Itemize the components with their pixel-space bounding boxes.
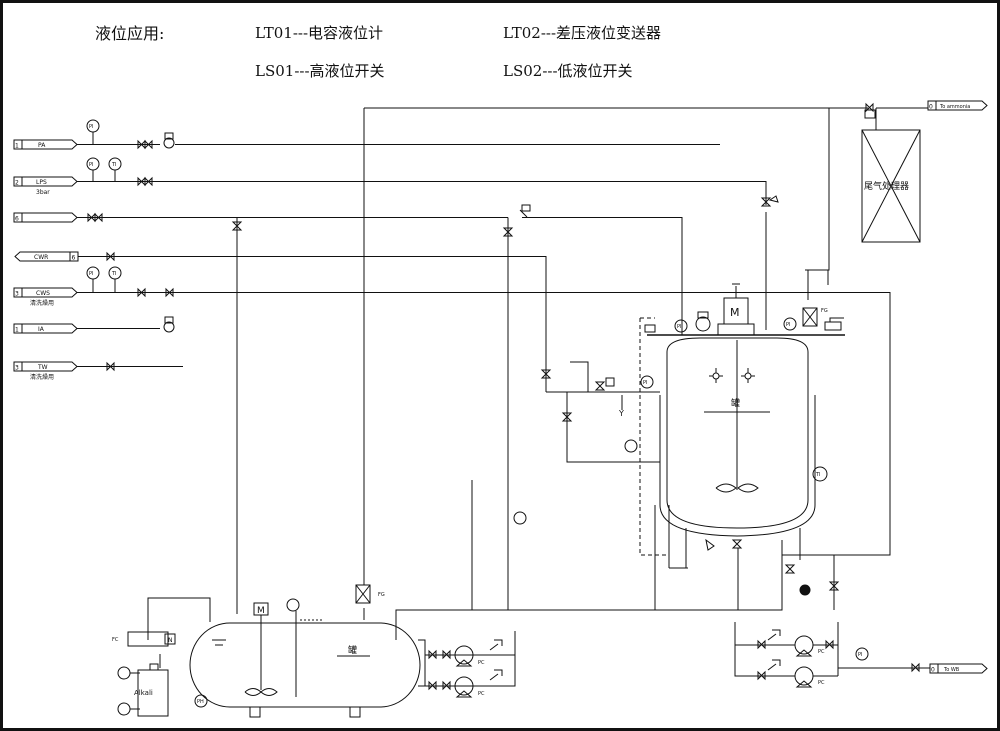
alkali-label: Alkali (134, 689, 153, 697)
inlet-pa-tag: PA (38, 142, 46, 149)
inlet-6: 6 (13, 212, 78, 223)
legend-ls01: LS01---高液位开关 (255, 62, 385, 80)
inlet-tw-num: 3 (15, 365, 19, 372)
instrument-bubbles: PI PI TI PI TI PI PI PI TI PI PH (86, 119, 869, 708)
valves (87, 102, 920, 691)
reactor-vessel: 罐 M FG (644, 283, 845, 596)
legend-heading: 液位应用: (95, 24, 165, 43)
pi-label-pa: PI (89, 124, 94, 130)
inlet-cws-sub: 清洗燥用 (30, 299, 54, 307)
pc-label-3: PC (818, 649, 825, 655)
legend-ls02: LS02---低液位开关 (503, 62, 633, 80)
inlet-lps-tag: LPS (36, 179, 47, 186)
ti-label-lps: TI (111, 162, 117, 168)
fc-label-alkali: FC (112, 637, 119, 643)
inlet-ia-tag: IA (38, 326, 45, 333)
pc-label-4: PC (818, 680, 825, 686)
inlet-lps-sub: 3bar (36, 189, 50, 196)
inlet-cws-tag: CWS (36, 290, 50, 297)
pc-label-1: PC (478, 660, 485, 666)
inlet-ia: 1 IA (13, 323, 78, 334)
inlet-cwr-num: 6 (72, 255, 76, 262)
inlet-cws-num: 3 (15, 291, 19, 298)
outlet-ammonia: 0 To ammonia (927, 100, 988, 111)
alkali-dosing: N FC Alkali (112, 631, 176, 717)
inlet-pa: 1 PA (13, 139, 78, 150)
tank-motor-label: M (257, 606, 265, 616)
outlet-ammonia-num: 0 (929, 104, 933, 111)
inlet-tw-tag: TW (37, 364, 48, 371)
inlet-cwr: CWR 6 (14, 251, 79, 262)
tank-label: 罐 (348, 644, 357, 656)
pi-label-reactor: PI (677, 324, 682, 330)
inlet-cws: 3 CWS 清洗燥用 (13, 287, 78, 307)
pi-label-wb: PI (858, 652, 863, 658)
pumps: PC PC PC PC (454, 629, 825, 698)
pi-label-lps: PI (89, 162, 94, 168)
legend-lt02: LT02---差压液位变送器 (503, 24, 662, 42)
pc-label-2: PC (478, 691, 485, 697)
outlet-wb: 0 To WB (929, 663, 988, 674)
inlet-tw: 3 TW 清洗燥用 (13, 361, 78, 381)
ph-label: PH (197, 699, 204, 705)
pi-label-jacket: PI (643, 380, 648, 386)
inlet-lps-num: 2 (15, 180, 19, 187)
fg-label-reactor: FG (821, 308, 828, 314)
reactor-label: 罐 (731, 397, 740, 409)
inlet-cwr-tag: CWR (34, 254, 48, 261)
inlet-tw-sub: 清洗燥用 (30, 373, 54, 381)
pipe-network (77, 107, 930, 687)
fg-label-tank: FG (378, 592, 385, 598)
ti-label-reactor: TI (815, 472, 821, 478)
ti-label-cws: TI (111, 271, 117, 277)
y-label: Y (618, 409, 624, 418)
inlet-lps: 2 LPS 3bar (13, 176, 78, 196)
inlet-6-num: 6 (15, 216, 19, 223)
outlet-wb-num: 0 (931, 667, 935, 674)
control-valves: Y (163, 132, 779, 551)
pi-label-cws: PI (89, 271, 94, 277)
storage-tank: 罐 M FG (189, 584, 421, 718)
inlet-ia-num: 1 (15, 327, 19, 334)
n-box-label: N (168, 637, 173, 644)
legend-lt01: LT01---电容液位计 (255, 24, 384, 42)
scrubber-label: 尾气处理器 (864, 180, 909, 192)
inlet-pa-num: 1 (15, 143, 19, 150)
pi-label-reactor-2: PI (786, 322, 791, 328)
outlet-ammonia-label: To ammonia (939, 104, 970, 110)
outlet-wb-label: To WB (943, 667, 960, 673)
motor-label: M (730, 306, 740, 319)
scrubber: 尾气处理器 (861, 109, 921, 243)
